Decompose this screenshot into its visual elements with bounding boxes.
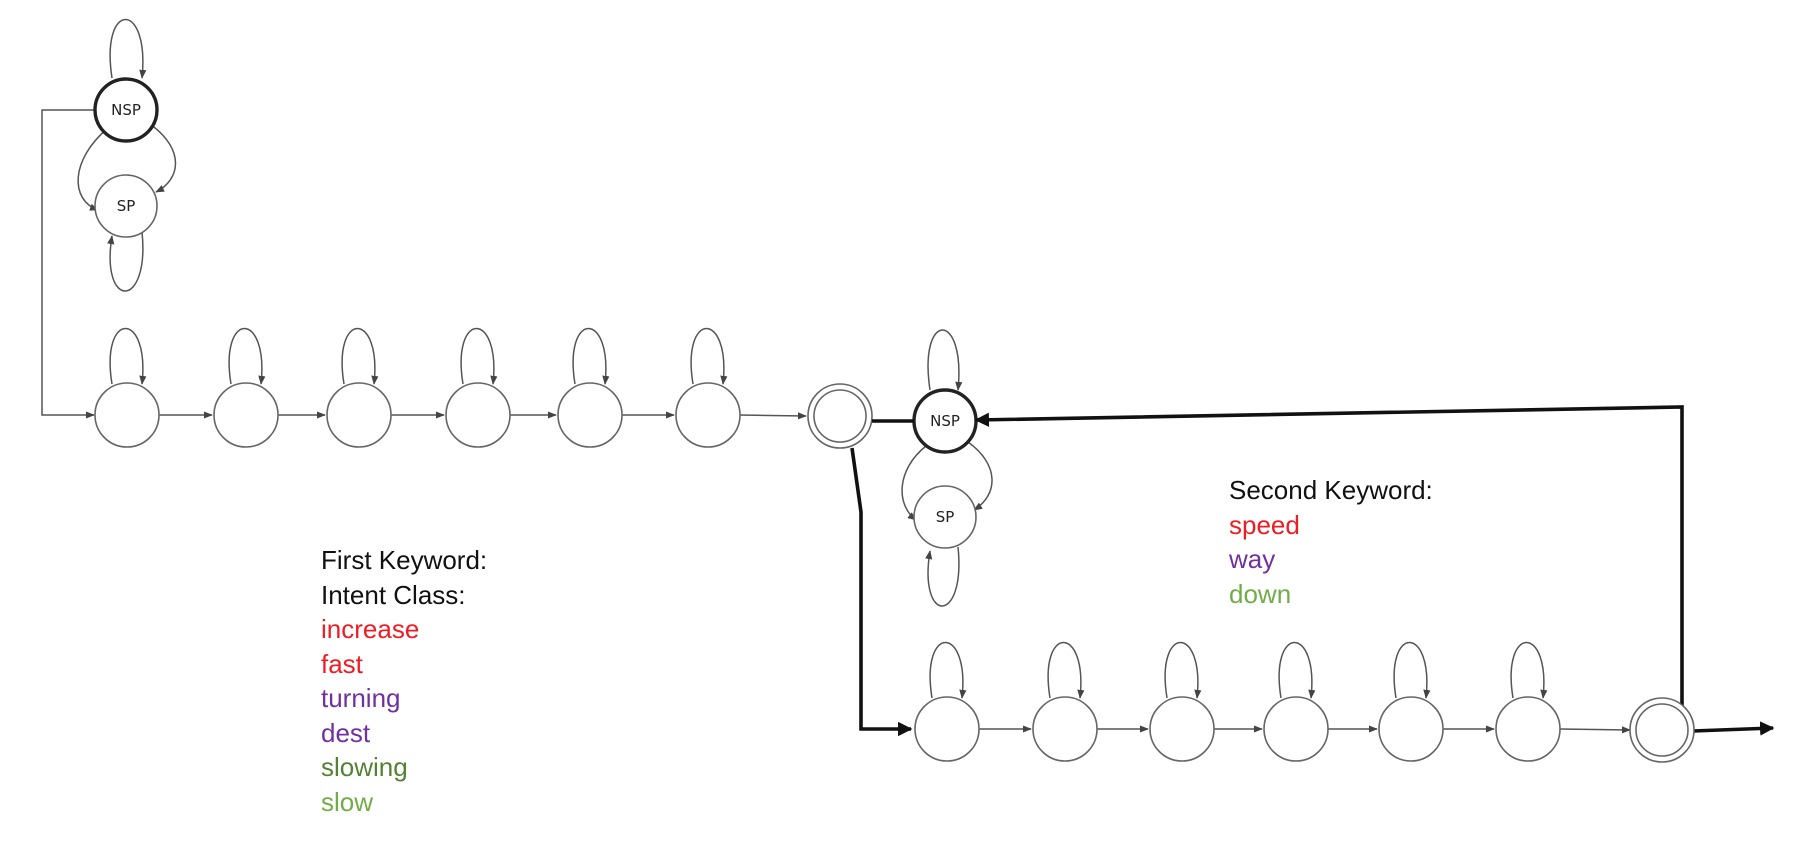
bold-drop-path	[850, 447, 913, 737]
self-loop	[460, 327, 498, 385]
self-loop	[1164, 641, 1202, 699]
state-node	[1263, 696, 1329, 762]
self-loop	[1393, 641, 1431, 699]
intent-class-heading: Intent Class:	[321, 579, 466, 610]
keyword-item: turning	[321, 683, 401, 713]
second-keyword-legend: Second Keyword: speed way down	[1229, 473, 1433, 611]
accept-state-node	[807, 383, 873, 449]
mid-sp-node	[913, 485, 977, 549]
self-loop	[927, 329, 963, 391]
state-node	[326, 382, 392, 448]
keyword-item: way	[1229, 544, 1276, 574]
self-loop	[690, 327, 728, 385]
keyword-item: dest	[321, 717, 371, 748]
top-nsp-label: NSP	[111, 101, 141, 119]
top-sp-label: SP	[117, 197, 136, 215]
transition-edge	[901, 445, 927, 521]
second-keyword-heading: Second Keyword:	[1229, 475, 1433, 505]
state-node	[94, 382, 160, 448]
keyword-item: down	[1229, 578, 1292, 609]
self-loop	[1278, 641, 1316, 699]
entry-edge	[41, 109, 95, 419]
accept-state-node	[1629, 697, 1695, 763]
state-node	[213, 382, 279, 448]
top-sp-node	[94, 174, 158, 238]
accept-state-ring	[813, 389, 867, 443]
keyword-item: speed	[1229, 509, 1300, 540]
state-node	[914, 696, 980, 762]
transition-edge	[739, 412, 807, 420]
transition-edge	[77, 127, 109, 211]
state-node	[1032, 696, 1098, 762]
self-loop	[925, 546, 960, 607]
second-keyword-chain	[914, 641, 1695, 763]
keyword-item: slowing	[321, 752, 408, 782]
self-loop	[1047, 641, 1085, 699]
transition-edge	[967, 441, 993, 511]
first-keyword-legend: First Keyword: Intent Class: increase fa…	[321, 543, 487, 819]
self-loop	[107, 231, 144, 292]
self-loop	[1510, 641, 1548, 699]
accept-state-ring	[1635, 703, 1689, 757]
transition-edge	[149, 123, 177, 193]
top-nsp-node	[93, 77, 159, 143]
state-node	[1149, 696, 1215, 762]
self-loop	[109, 327, 147, 385]
bold-return-path	[974, 405, 1684, 718]
mid-sp-label: SP	[936, 508, 955, 526]
self-loop	[929, 641, 967, 699]
state-node	[557, 382, 623, 448]
first-keyword-chain	[94, 327, 873, 449]
keyword-item: fast	[321, 648, 363, 679]
state-node	[1495, 696, 1561, 762]
exit-arrow	[1692, 721, 1775, 736]
self-loop	[572, 327, 610, 385]
self-loop	[109, 19, 147, 79]
keyword-item: increase	[321, 614, 420, 644]
mid-nsp-label: NSP	[930, 412, 960, 430]
self-loop	[228, 327, 266, 385]
first-keyword-heading: First Keyword:	[321, 545, 488, 575]
state-node	[445, 382, 511, 448]
state-node	[1378, 696, 1444, 762]
keyword-item: slow	[321, 786, 374, 817]
state-node	[675, 382, 741, 448]
transition-edge	[1559, 726, 1631, 734]
self-loop	[341, 327, 379, 385]
